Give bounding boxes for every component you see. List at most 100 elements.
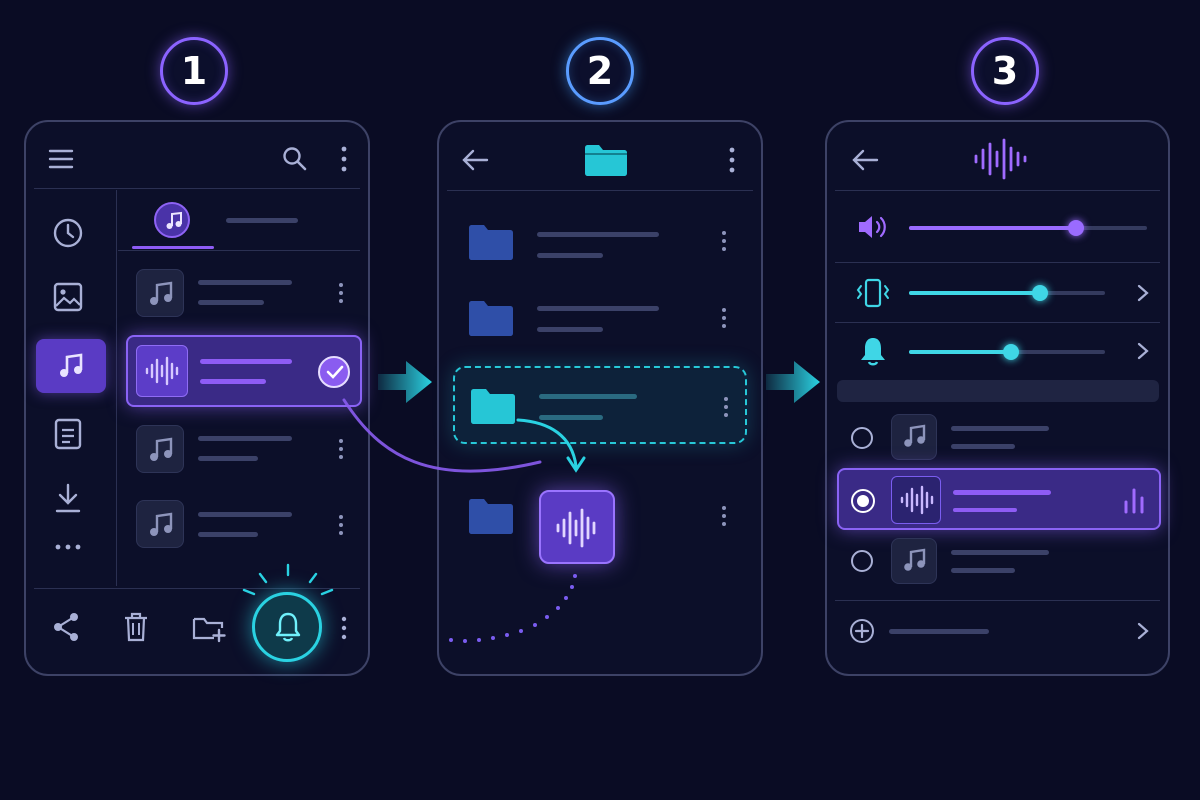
- document-icon[interactable]: [54, 418, 82, 450]
- file-title-placeholder: [198, 512, 292, 517]
- music-note-icon: [150, 437, 173, 461]
- flow-arrow-2-icon: [766, 361, 820, 403]
- plus-circle-icon[interactable]: [849, 618, 875, 644]
- back-arrow-icon[interactable]: [461, 149, 489, 171]
- radio-button[interactable]: [851, 550, 873, 572]
- folder-icon: [585, 145, 627, 176]
- clock-icon[interactable]: [52, 217, 84, 249]
- trash-icon[interactable]: [123, 612, 149, 642]
- ringtone-option-selected[interactable]: [837, 468, 1161, 530]
- vibrate-phone-icon: [856, 278, 890, 308]
- panel-1-file-browser: [24, 120, 370, 676]
- section-header-placeholder: [837, 380, 1159, 402]
- share-icon[interactable]: [52, 612, 80, 642]
- file-thumbnail: [136, 500, 184, 548]
- ringtone-name-placeholder: [953, 490, 1051, 495]
- music-note-icon: [904, 548, 926, 571]
- slider-knob[interactable]: [1067, 220, 1084, 236]
- ringtone-name-placeholder: [951, 426, 1049, 431]
- image-icon[interactable]: [53, 282, 83, 312]
- download-icon[interactable]: [54, 482, 82, 514]
- more-vertical-icon[interactable]: [338, 514, 344, 536]
- glow-rays-icon: [242, 563, 334, 596]
- radio-button[interactable]: [851, 427, 873, 449]
- ringtone-bell-button[interactable]: [252, 592, 322, 662]
- sidebar-divider: [116, 190, 117, 586]
- tab-music-active[interactable]: [154, 202, 190, 238]
- file-subtitle-placeholder: [200, 379, 266, 384]
- more-vertical-icon[interactable]: [340, 616, 348, 640]
- panel-3-sound-settings: [825, 120, 1170, 676]
- file-title-placeholder: [200, 359, 292, 364]
- row-divider: [835, 600, 1160, 601]
- add-ringtone-label-placeholder[interactable]: [889, 629, 989, 634]
- folder-icon[interactable]: [467, 222, 515, 262]
- file-subtitle-placeholder: [198, 300, 264, 305]
- slider-knob[interactable]: [1032, 285, 1049, 301]
- row-divider: [835, 262, 1160, 263]
- folder-name-placeholder: [537, 232, 659, 237]
- more-vertical-icon[interactable]: [721, 307, 727, 329]
- file-subtitle-placeholder: [198, 532, 258, 537]
- music-note-icon: [150, 281, 173, 305]
- sidebar-item-music-active[interactable]: [36, 339, 106, 393]
- step-2-badge: 2: [566, 37, 634, 105]
- more-vertical-icon[interactable]: [721, 505, 727, 527]
- ringtone-name-placeholder: [951, 550, 1049, 555]
- tab-label-placeholder[interactable]: [226, 218, 298, 223]
- step-number: 3: [991, 49, 1019, 93]
- ringtone-thumbnail: [891, 476, 941, 524]
- more-vertical-icon[interactable]: [723, 396, 729, 418]
- folder-icon[interactable]: [467, 496, 515, 536]
- chevron-right-icon[interactable]: [1137, 342, 1149, 360]
- row-divider: [835, 322, 1160, 323]
- folder-icon: [471, 389, 515, 424]
- file-row-selected[interactable]: [126, 335, 362, 407]
- folder-add-icon[interactable]: [192, 614, 226, 643]
- folder-drop-target[interactable]: [453, 366, 747, 444]
- toolbar-divider: [34, 188, 360, 189]
- search-icon[interactable]: [282, 146, 308, 172]
- equalizer-icon: [1124, 488, 1144, 514]
- more-vertical-icon[interactable]: [721, 230, 727, 252]
- more-vertical-icon[interactable]: [340, 146, 348, 172]
- ringtone-meta-placeholder: [951, 568, 1015, 573]
- header-divider: [835, 190, 1160, 191]
- menu-icon[interactable]: [48, 148, 74, 170]
- waveform-icon: [974, 138, 1027, 180]
- radio-button-selected[interactable]: [851, 489, 875, 513]
- waveform-icon: [145, 356, 179, 386]
- chevron-right-icon[interactable]: [1137, 284, 1149, 302]
- music-note-icon: [150, 512, 173, 536]
- tabs-divider: [118, 250, 360, 251]
- file-subtitle-placeholder: [198, 456, 258, 461]
- folder-meta-placeholder: [537, 327, 603, 332]
- slider-fill: [909, 291, 1041, 295]
- media-volume-slider[interactable]: [909, 220, 1147, 236]
- drag-trail-icon: [449, 574, 577, 643]
- more-vertical-icon[interactable]: [728, 147, 736, 173]
- music-note-icon: [166, 211, 182, 229]
- dragged-audio-file[interactable]: [539, 490, 615, 564]
- file-thumbnail: [136, 345, 188, 397]
- back-arrow-icon[interactable]: [851, 149, 879, 171]
- waveform-icon: [900, 485, 934, 515]
- flow-arrow-1-icon: [378, 361, 432, 403]
- folder-name-placeholder: [537, 306, 659, 311]
- folder-meta-placeholder: [539, 415, 603, 420]
- slider-knob[interactable]: [1002, 344, 1019, 360]
- speaker-icon: [859, 216, 886, 238]
- more-horizontal-icon[interactable]: [54, 543, 82, 551]
- vibration-slider[interactable]: [909, 285, 1105, 301]
- panel-2-folder-picker: [437, 120, 763, 676]
- chevron-right-icon[interactable]: [1137, 622, 1149, 640]
- more-vertical-icon[interactable]: [338, 438, 344, 460]
- ringtone-volume-slider[interactable]: [909, 344, 1105, 360]
- header-divider: [447, 190, 753, 191]
- folder-icon[interactable]: [467, 298, 515, 338]
- check-circle-icon[interactable]: [318, 356, 350, 388]
- active-tab-underline: [132, 246, 214, 249]
- music-note-icon: [904, 424, 926, 447]
- more-vertical-icon[interactable]: [338, 282, 344, 304]
- music-note-icon: [60, 353, 83, 377]
